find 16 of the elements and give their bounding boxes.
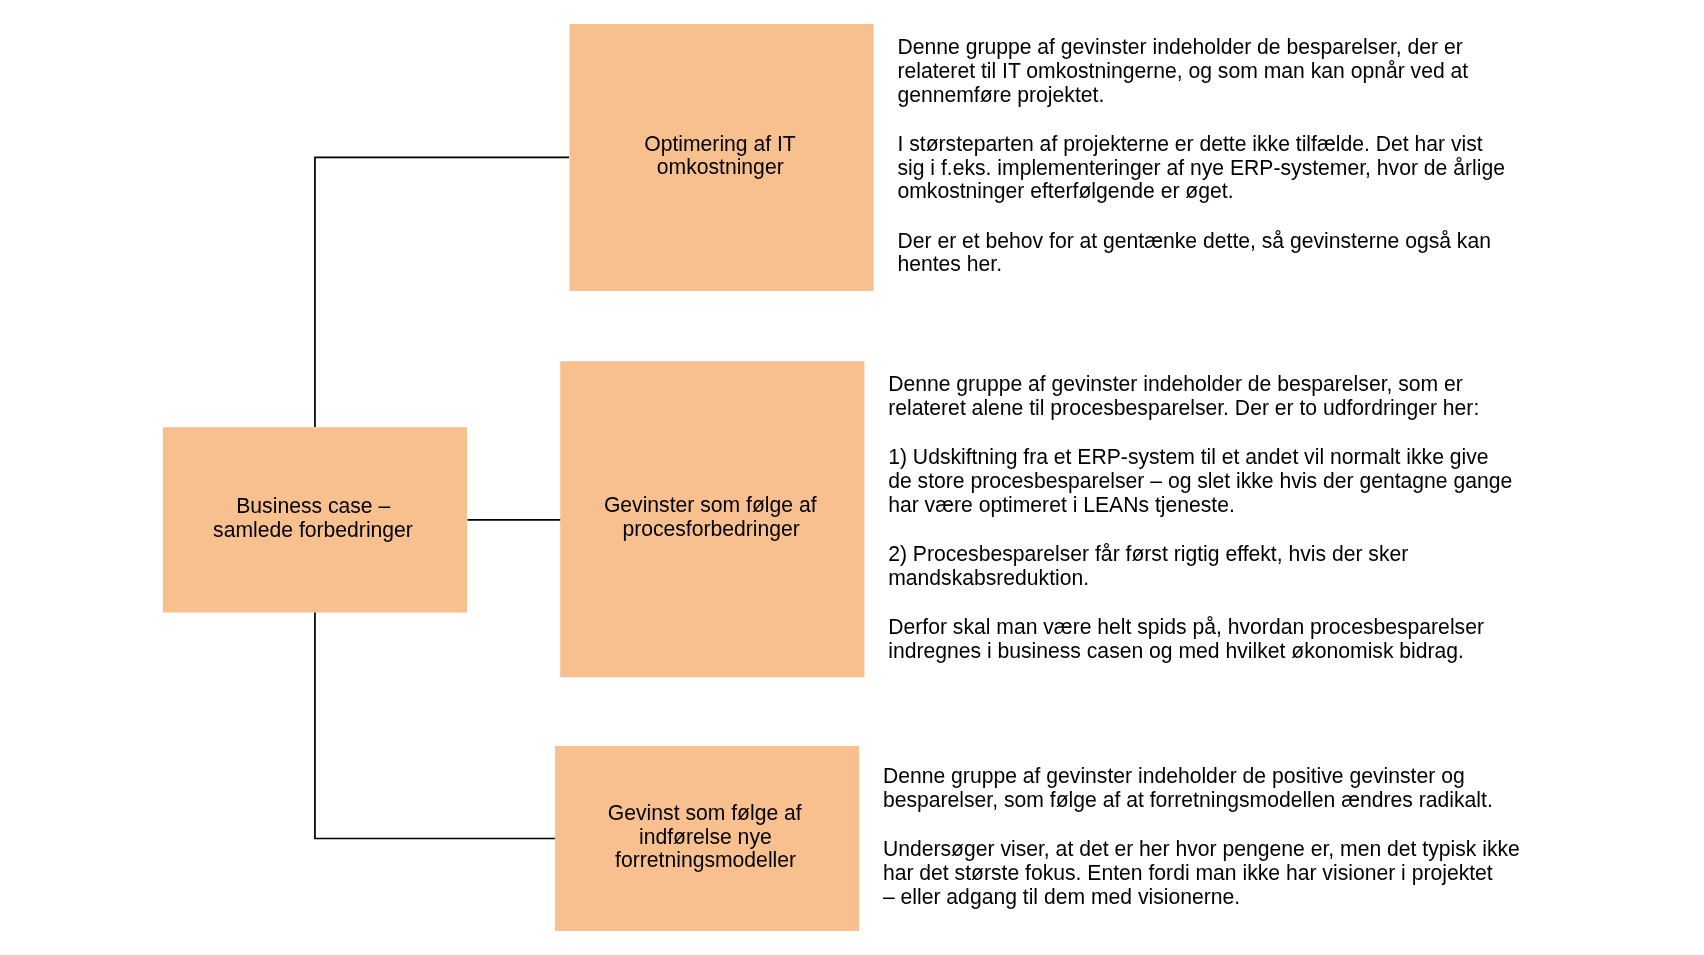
connector xyxy=(313,156,570,428)
node-box: Business case – samlede forbedringer xyxy=(162,427,467,613)
node-label: Denne gruppe af gevinster indeholder de besparelser, der er relateret til IT omkostningerne, og som man kan opnår ved at gennemføre projektet. xyxy=(896,35,1468,106)
node-label: Derfor skal man være helt spids på, hvordan procesbesparelser indregnes i business casen og med hvilket økonomisk bidrag. xyxy=(887,615,1484,662)
node-label: Denne gruppe af gevinster indeholder de positive gevinster og besparelser, som følge af at forretningsmodellen ændres radikalt. xyxy=(882,764,1493,812)
node-label: Der er et behov for at gentænke dette, så gevinsterne også kan hentes her. xyxy=(896,228,1491,276)
node-label: 1) Udskiftning fra et ERP-system til et andet vil normalt ikke give de store procesbesparelser – og slet ikke hvis der gentagne gange har være optimeret i LEANs tjeneste. xyxy=(887,445,1512,516)
node-box: Gevinster som følge af procesforbedringer xyxy=(559,361,864,678)
node-label: Denne gruppe af gevinster indeholder de besparelser, som er relateret alene til procesbesparelser. Der er to udfordringer her: xyxy=(887,372,1479,420)
connector xyxy=(466,518,561,521)
node-label: Undersøger viser, at det er her hvor pengene er, men det typisk ikke har det største fokus. Enten fordi man ikke har visioner i projektet – eller adgang til dem med visionerne. xyxy=(882,837,1520,908)
node-box: Gevinst som følge af indførelse nye forretningsmodeller xyxy=(554,745,859,932)
node-box: Optimering af IT omkostninger xyxy=(569,23,874,292)
node-label: 2) Procesbesparelser får først rigtig effekt, hvis der sker mandskabsreduktion. xyxy=(887,542,1408,589)
node-label: I størsteparten af projekterne er dette ikke tilfælde. Det har vist sig i f.eks. implementeringer af nye ERP-systemer, hvor de årlige omkostninger efterfølgende er øget. xyxy=(896,131,1505,203)
connector xyxy=(313,611,556,840)
